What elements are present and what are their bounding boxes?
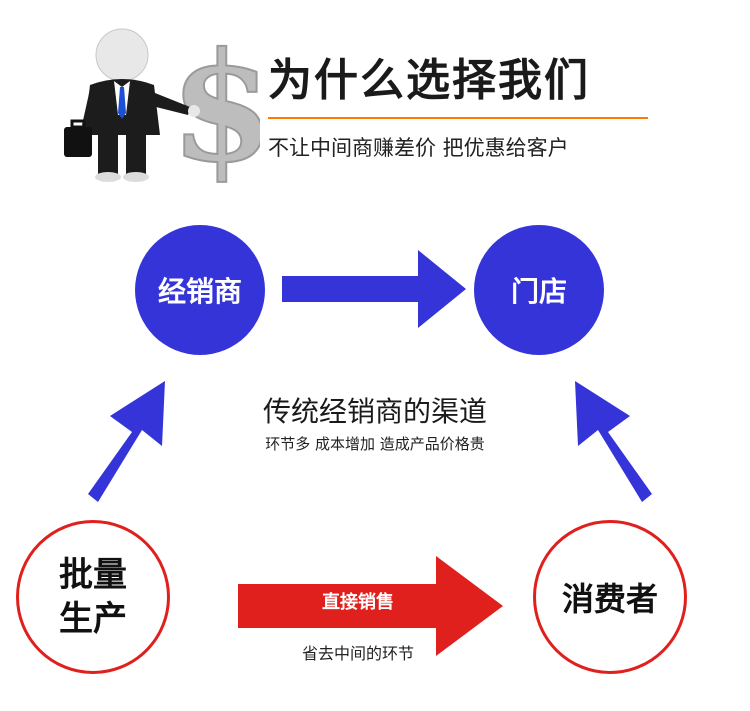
arrow-producer-to-distributor — [88, 381, 165, 502]
businessman-with-briefcase-icon — [64, 28, 200, 182]
svg-text:$: $ — [170, 20, 260, 195]
arrow-distributor-to-store — [282, 250, 466, 328]
node-distributor-label: 经销商 — [157, 275, 242, 308]
title-divider — [268, 117, 648, 119]
arrow-consumer-to-store — [575, 381, 652, 502]
node-store: 门店 — [474, 225, 604, 355]
node-consumer-label: 消费者 — [561, 580, 658, 618]
node-distributor: 经销商 — [135, 225, 265, 355]
node-producer-line2: 生产 — [59, 599, 127, 639]
arrow-direct-sale — [238, 556, 503, 656]
page-title: 为什么选择我们 — [268, 55, 590, 106]
businessman-dollar-illustration: $ — [64, 19, 260, 195]
node-producer: 批量 生产 — [16, 520, 170, 674]
direct-sale-note: 省去中间的环节 — [301, 644, 414, 663]
node-consumer: 消费者 — [533, 520, 687, 674]
direct-sale-label: 直接销售 — [322, 592, 394, 613]
traditional-channel-title: 传统经销商的渠道 — [262, 395, 487, 428]
dollar-sign-icon: $ — [169, 19, 260, 195]
node-store-label: 门店 — [510, 275, 567, 308]
page-subtitle: 不让中间商赚差价 把优惠给客户 — [268, 136, 569, 160]
traditional-channel-subtitle: 环节多 成本增加 造成产品价格贵 — [265, 435, 485, 453]
node-producer-line1: 批量 — [59, 555, 127, 595]
